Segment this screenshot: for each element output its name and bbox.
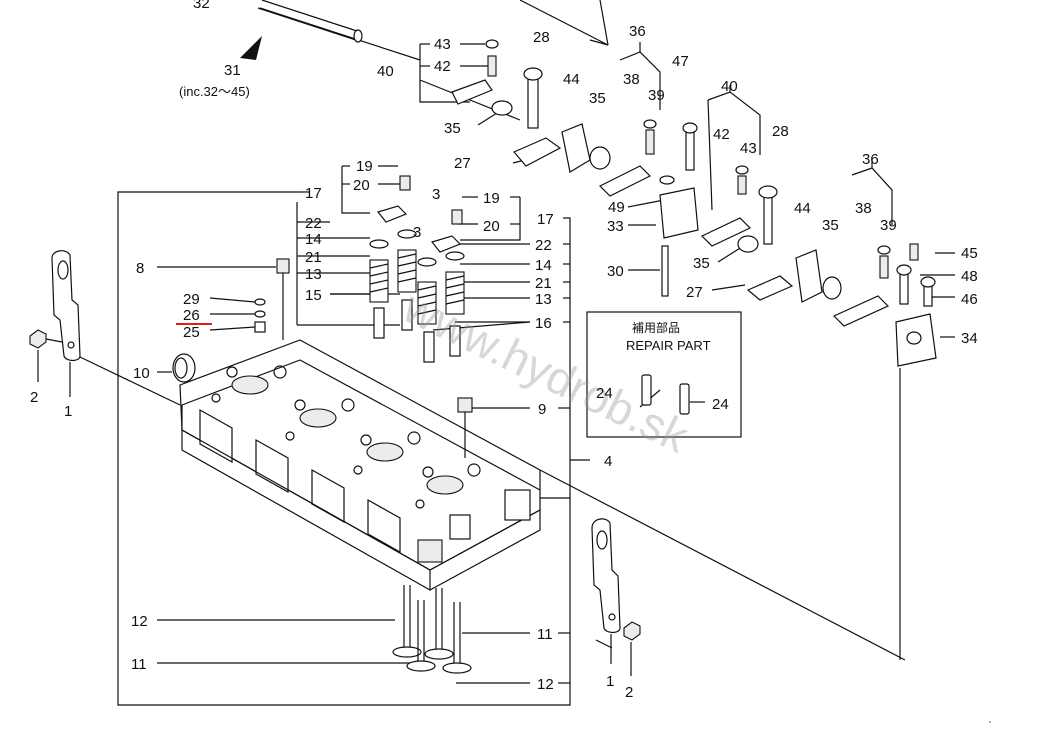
callout-27: 27 — [454, 155, 471, 172]
callout-39: 39 — [880, 217, 897, 234]
callout-22: 22 — [305, 215, 322, 232]
callout-36: 36 — [862, 151, 879, 168]
callout-15: 15 — [305, 287, 322, 304]
callout-17: 17 — [305, 185, 322, 202]
callout-39: 39 — [648, 87, 665, 104]
callout-24: 24 — [596, 385, 613, 402]
valves — [392, 585, 472, 674]
callout-35: 35 — [444, 120, 461, 137]
assembly-note-text: (inc.32〜45) — [179, 84, 250, 99]
stray-dot — [989, 721, 991, 723]
callout-1: 1 — [64, 403, 72, 420]
callout-26: 26 — [183, 307, 200, 324]
callout-34: 34 — [961, 330, 978, 347]
callout-13: 13 — [535, 291, 552, 308]
callout-42: 42 — [434, 58, 451, 75]
callout-22: 22 — [535, 237, 552, 254]
callout-21: 21 — [305, 249, 322, 266]
callout-11: 11 — [537, 626, 553, 643]
callout-48: 48 — [961, 268, 978, 285]
callout-44: 44 — [794, 200, 811, 217]
callout-24: 24 — [712, 396, 729, 413]
callout-36: 36 — [629, 23, 646, 40]
callouts: 32 31 (inc.32〜45) 40 43 42 35 27 28 44 3… — [30, 0, 978, 701]
callout-40: 40 — [721, 78, 738, 95]
callout-17: 17 — [537, 211, 554, 228]
callout-21: 21 — [535, 275, 552, 292]
plug-10 — [172, 353, 196, 383]
rocker-assembly-1 — [451, 39, 699, 297]
callout-33: 33 — [607, 218, 624, 235]
callout-49: 49 — [608, 199, 625, 216]
lifting-bracket-right — [591, 518, 641, 676]
callout-32: 32 — [193, 0, 210, 12]
callout-43: 43 — [740, 140, 757, 157]
repair-part-title-en: REPAIR PART — [626, 338, 711, 353]
callout-14: 14 — [305, 231, 322, 248]
rocker-arm-shaft — [257, 0, 363, 43]
assembly-arrow — [240, 36, 262, 60]
leader-lines — [79, 0, 955, 684]
callout-20: 20 — [353, 177, 370, 194]
callout-4: 4 — [604, 453, 612, 470]
callout-27: 27 — [686, 284, 703, 301]
repair-part-box — [586, 311, 742, 438]
callout-42: 42 — [713, 126, 730, 143]
callout-44: 44 — [563, 71, 580, 88]
cylinder-head — [179, 339, 541, 592]
small-seals — [254, 298, 266, 333]
repair-part-title-jp: 補用部品 — [632, 320, 680, 335]
fitting-9 — [457, 397, 473, 458]
callout-46: 46 — [961, 291, 978, 308]
callout-10: 10 — [133, 365, 150, 382]
callout-2: 2 — [625, 684, 633, 701]
callout-2: 2 — [30, 389, 38, 406]
callout-43: 43 — [434, 36, 451, 53]
callout-31: 31 — [224, 62, 241, 79]
callout-25: 25 — [183, 324, 200, 341]
callout-3: 3 — [413, 224, 421, 241]
fitting-8 — [276, 258, 290, 340]
callout-28: 28 — [533, 29, 550, 46]
bolt-left — [29, 329, 63, 382]
callout-47: 47 — [672, 53, 689, 70]
callout-13: 13 — [305, 266, 322, 283]
callout-35: 35 — [822, 217, 839, 234]
callout-28: 28 — [772, 123, 789, 140]
callout-1: 1 — [606, 673, 614, 690]
callout-12: 12 — [537, 676, 554, 693]
lifting-bracket-left — [51, 250, 81, 397]
callout-20: 20 — [483, 218, 500, 235]
callout-30: 30 — [607, 263, 624, 280]
callout-40: 40 — [377, 63, 394, 80]
callout-9: 9 — [538, 401, 546, 418]
callout-38: 38 — [855, 200, 872, 217]
callout-38: 38 — [623, 71, 640, 88]
valve-springs — [369, 175, 465, 363]
callout-35: 35 — [693, 255, 710, 272]
callout-14: 14 — [535, 257, 552, 274]
callout-11: 11 — [131, 656, 147, 673]
callout-19: 19 — [356, 158, 373, 175]
callout-35: 35 — [589, 90, 606, 107]
callout-19: 19 — [483, 190, 500, 207]
rocker-assembly-2 — [700, 165, 937, 367]
callout-29: 29 — [183, 291, 200, 308]
callout-16: 16 — [535, 315, 552, 332]
callout-45: 45 — [961, 245, 978, 262]
callout-3: 3 — [432, 186, 440, 203]
callout-8: 8 — [136, 260, 144, 277]
callout-12: 12 — [131, 613, 148, 630]
